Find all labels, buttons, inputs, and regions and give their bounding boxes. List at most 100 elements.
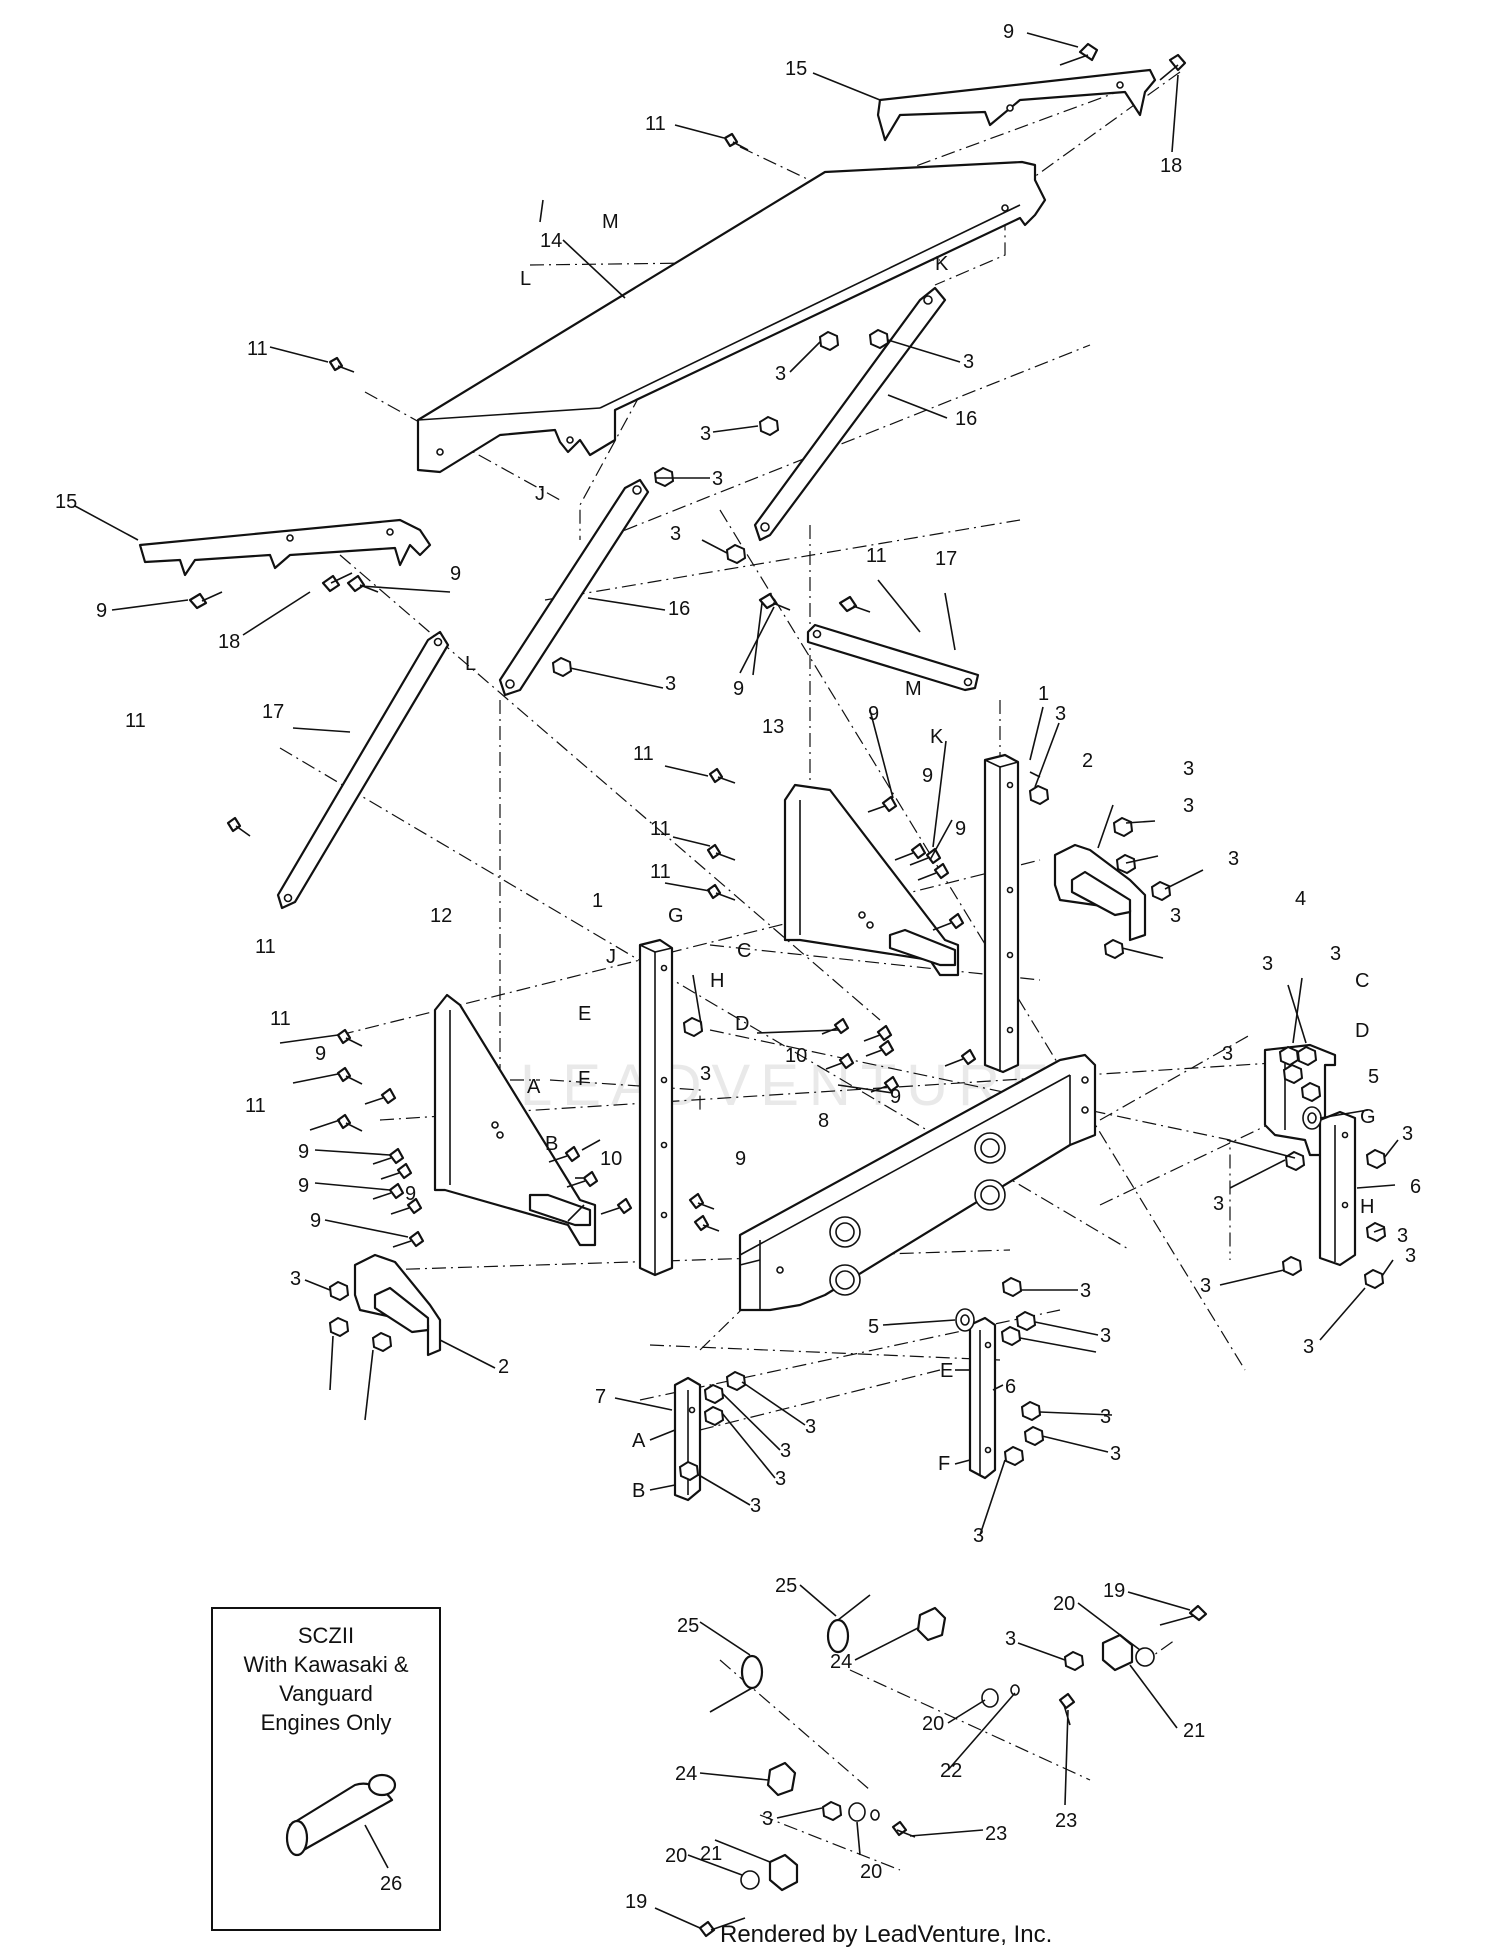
callout-25: 25 (677, 1615, 699, 1637)
frame-8 (738, 1053, 1097, 1312)
inset-line-3: Vanguard (279, 1681, 373, 1706)
ref-letter-b: B (545, 1133, 558, 1155)
callout-3: 3 (1303, 1336, 1314, 1358)
ref-letter-d: D (735, 1013, 749, 1035)
callout-3: 3 (712, 468, 723, 490)
callout-3: 3 (1330, 943, 1341, 965)
channel-6-center (968, 1316, 997, 1480)
ref-letter-c: C (1355, 970, 1369, 992)
callout-3: 3 (1200, 1275, 1211, 1297)
callout-3: 3 (1183, 795, 1194, 817)
callout-20: 20 (665, 1845, 687, 1867)
callout-7: 7 (595, 1386, 606, 1408)
callout-3: 3 (700, 423, 711, 445)
callout-6: 6 (1005, 1376, 1016, 1398)
callout-4: 4 (1295, 888, 1306, 910)
callout-1: 1 (592, 890, 603, 912)
callout-16: 16 (955, 408, 977, 430)
callout-18: 18 (218, 631, 240, 653)
plate-2-left (353, 1253, 442, 1357)
callout-14: 14 (540, 230, 562, 252)
ref-letter-k: K (935, 253, 949, 275)
ref-letter-g: G (668, 905, 684, 927)
footer-credit: Rendered by LeadVenture, Inc. (720, 1921, 1052, 1947)
ref-letter-j: J (535, 483, 545, 505)
callout-6: 6 (1410, 1176, 1421, 1198)
callout-9: 9 (868, 703, 879, 725)
ref-letter-g: G (1360, 1106, 1376, 1128)
ref-letter-l: L (465, 653, 476, 675)
callout-5: 5 (868, 1316, 879, 1338)
callout-13: 13 (762, 716, 784, 738)
callout-9: 9 (733, 678, 744, 700)
callout-3: 3 (290, 1268, 301, 1290)
ref-letter-f: F (938, 1453, 950, 1475)
callout-3: 3 (670, 523, 681, 545)
spacer-21-lower (768, 1853, 799, 1892)
callout-3: 3 (1170, 905, 1181, 927)
leader-arrows (74, 32, 1399, 1929)
callout-19: 19 (1103, 1580, 1125, 1602)
callout-11: 11 (247, 338, 268, 360)
bushing-24-lower (766, 1761, 797, 1797)
callout-15: 15 (785, 58, 807, 80)
tube-1-left (638, 938, 674, 1277)
callout-3: 3 (1397, 1225, 1408, 1247)
callout-2: 2 (498, 1356, 509, 1378)
callout-9: 9 (298, 1141, 309, 1163)
callout-10: 10 (785, 1045, 807, 1067)
panel-14 (416, 160, 1047, 474)
strut-16-right (753, 286, 947, 542)
callout-11: 11 (650, 818, 671, 840)
callout-11: 11 (255, 936, 276, 958)
callout-9: 9 (955, 818, 966, 840)
bushing-24-upper (916, 1606, 947, 1642)
tube-1-right (983, 753, 1020, 1074)
callout-17: 17 (262, 701, 284, 723)
callout-9: 9 (405, 1183, 416, 1205)
ref-letter-h: H (1360, 1196, 1374, 1218)
callout-20: 20 (1053, 1593, 1075, 1615)
callout-3: 3 (1183, 758, 1194, 780)
callout-3: 3 (780, 1440, 791, 1462)
ref-letter-m: M (602, 211, 619, 233)
callout-2: 2 (1082, 750, 1093, 772)
callout-9: 9 (890, 1086, 901, 1108)
callout-23: 23 (1055, 1810, 1077, 1832)
callout-3: 3 (1055, 703, 1066, 725)
callout-3: 3 (1080, 1280, 1091, 1302)
ref-letter-a: A (632, 1430, 646, 1452)
callout-3: 3 (1402, 1123, 1413, 1145)
ref-letter-l: L (520, 268, 531, 290)
callout-3: 3 (1110, 1443, 1121, 1465)
ref-letter-k: K (930, 726, 944, 748)
callout-11: 11 (270, 1008, 291, 1030)
callout-9: 9 (96, 600, 107, 622)
callout-18: 18 (1160, 155, 1182, 177)
callout-3: 3 (762, 1808, 773, 1830)
callout-22: 22 (940, 1760, 962, 1782)
callout-11: 11 (650, 861, 671, 883)
callout-5: 5 (1368, 1066, 1379, 1088)
inset-line-1: SCZII (298, 1623, 354, 1648)
callout-3: 3 (1222, 1043, 1233, 1065)
callout-3: 3 (700, 1063, 711, 1085)
callout-11: 11 (245, 1095, 266, 1117)
callout-23: 23 (985, 1823, 1007, 1845)
callout-15: 15 (55, 491, 77, 513)
callout-3: 3 (775, 1468, 786, 1490)
callout-20: 20 (860, 1861, 882, 1883)
bracket-13 (783, 783, 960, 977)
ref-letter-e: E (578, 1003, 591, 1025)
callout-labels: 9 15 18 11 M 14 L K 11 3 3 16 3 3 J 15 3… (55, 21, 1421, 1913)
callout-16: 16 (668, 598, 690, 620)
bracket-12 (433, 993, 597, 1247)
inset-line-4: Engines Only (261, 1710, 392, 1735)
callout-11: 11 (645, 113, 666, 135)
link-17-left (276, 630, 450, 910)
callout-1: 1 (1038, 683, 1049, 705)
callout-24: 24 (830, 1651, 852, 1673)
ref-letter-f: F (578, 1068, 590, 1090)
callout-3: 3 (963, 351, 974, 373)
